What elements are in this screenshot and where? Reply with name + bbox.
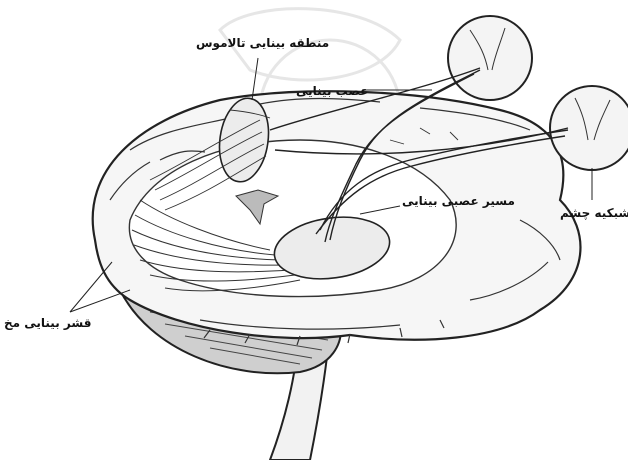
optic-tract-label: مسیر عصبی بینایی — [402, 194, 515, 208]
retina-label: شبکیه چشم — [560, 206, 628, 220]
thalamus-label: منطقه بینایی تالاموس — [196, 36, 329, 50]
visual-cortex-label: قشر بینایی مخ — [4, 316, 91, 330]
eye-right — [550, 86, 628, 170]
optic-nerve-label: عصب بینایی — [296, 84, 368, 98]
eye-top — [448, 16, 532, 100]
